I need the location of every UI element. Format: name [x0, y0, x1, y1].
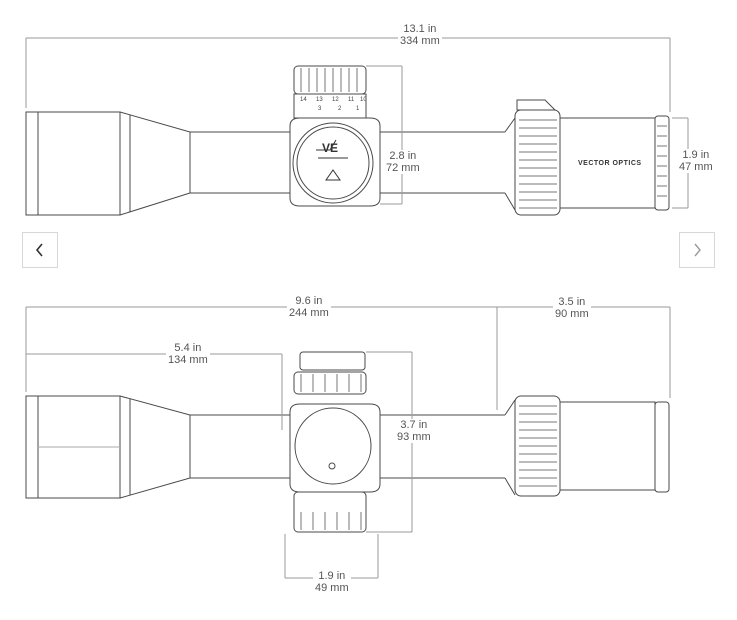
dimension-lines — [25, 37, 689, 579]
bottom-dial — [294, 407, 372, 485]
turret-number: 3 — [318, 106, 322, 112]
turret-number: 12 — [332, 97, 339, 103]
bottom-scope-outline — [25, 395, 670, 499]
dim-front-to-turret: 5.4 in 134 mm — [166, 342, 210, 366]
dim-eyepiece-length: 3.5 in 90 mm — [553, 296, 591, 320]
dim-front-to-turret-mm: 134 mm — [166, 354, 210, 366]
dim-overall-length-mm: 334 mm — [398, 35, 442, 47]
dim-turret-height-mm: 93 mm — [395, 431, 433, 443]
dim-eyepiece-inch: 1.9 in — [677, 149, 715, 161]
dim-eyepiece-length-inch: 3.5 in — [553, 296, 591, 308]
dim-body-length-inch: 9.6 in — [287, 295, 331, 307]
brand-text: VECTOR OPTICS — [578, 160, 642, 167]
chevron-right-icon — [694, 243, 701, 257]
turret-number: 11 — [348, 97, 355, 103]
dim-body-length: 9.6 in 244 mm — [287, 295, 331, 319]
dim-height: 2.8 in 72 mm — [384, 150, 422, 174]
bottom-turret-upper — [293, 351, 367, 395]
dim-body-length-mm: 244 mm — [287, 307, 331, 319]
dim-turret-width-inch: 1.9 in — [313, 570, 351, 582]
turret-number: 1 — [356, 106, 360, 112]
logo-mark — [316, 139, 348, 181]
dim-turret-height: 3.7 in 93 mm — [395, 419, 433, 443]
turret-number: 13 — [316, 97, 323, 103]
dim-turret-width: 1.9 in 49 mm — [313, 570, 351, 594]
dim-turret-height-inch: 3.7 in — [395, 419, 433, 431]
chevron-left-icon — [35, 243, 43, 257]
top-turret-knurl — [300, 68, 358, 92]
top-scope-outline — [25, 99, 670, 216]
logo-text: VE — [322, 141, 338, 155]
parallax-dial — [292, 122, 374, 204]
turret-number: 14 — [300, 97, 307, 103]
dim-overall-length: 13.1 in 334 mm — [398, 23, 442, 47]
bottom-knurl — [300, 374, 557, 530]
dim-eyepiece-length-mm: 90 mm — [553, 308, 591, 320]
dim-overall-length-inch: 13.1 in — [398, 23, 442, 35]
top-turret — [293, 65, 367, 119]
ocular-knurl — [519, 119, 667, 209]
prev-button[interactable] — [22, 232, 58, 268]
dim-eyepiece: 1.9 in 47 mm — [677, 149, 715, 173]
bottom-turret-lower — [293, 491, 367, 533]
dim-eyepiece-mm: 47 mm — [677, 161, 715, 173]
dim-front-to-turret-inch: 5.4 in — [166, 342, 210, 354]
turret-number: 10 — [360, 97, 367, 103]
dim-height-mm: 72 mm — [384, 162, 422, 174]
dim-turret-width-mm: 49 mm — [313, 582, 351, 594]
turret-number: 2 — [338, 106, 342, 112]
dim-height-inch: 2.8 in — [384, 150, 422, 162]
next-button[interactable] — [679, 232, 715, 268]
